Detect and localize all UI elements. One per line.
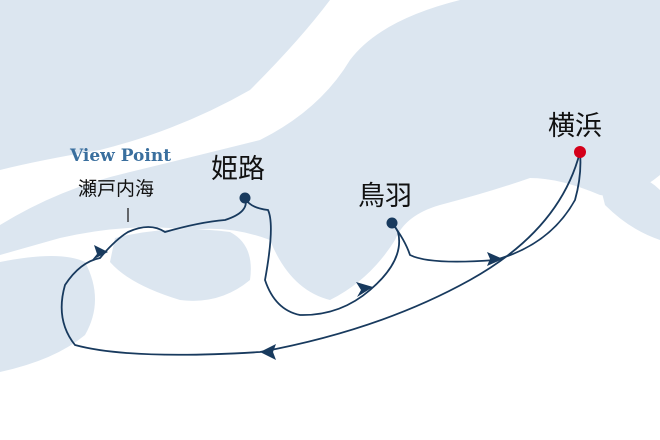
- route-arrows: [92, 245, 503, 360]
- view-point-name: 瀬戸内海: [78, 178, 155, 200]
- view-point-label: View Point: [70, 146, 172, 166]
- land-masses: [0, 0, 660, 372]
- port-label-yokohama: 横浜: [548, 111, 602, 142]
- arrow-icon: [92, 245, 108, 260]
- arrow-icon: [487, 252, 503, 266]
- port-label-himeji: 姫路: [211, 154, 265, 185]
- arrow-icon: [260, 344, 276, 360]
- land-boso: [595, 165, 660, 240]
- land-honshu: [0, 0, 660, 300]
- route-yokohama-to-himeji: [60, 151, 581, 356]
- land-shikoku: [110, 229, 251, 301]
- land-asia: [0, 0, 330, 170]
- port-marker-himeji[interactable]: [239, 192, 251, 204]
- port-marker-toba[interactable]: [386, 217, 398, 229]
- port-label-toba: 鳥羽: [358, 181, 412, 212]
- port-marker-yokohama[interactable]: [574, 146, 586, 158]
- arrow-icon: [356, 282, 373, 297]
- land-kyushu: [0, 256, 95, 372]
